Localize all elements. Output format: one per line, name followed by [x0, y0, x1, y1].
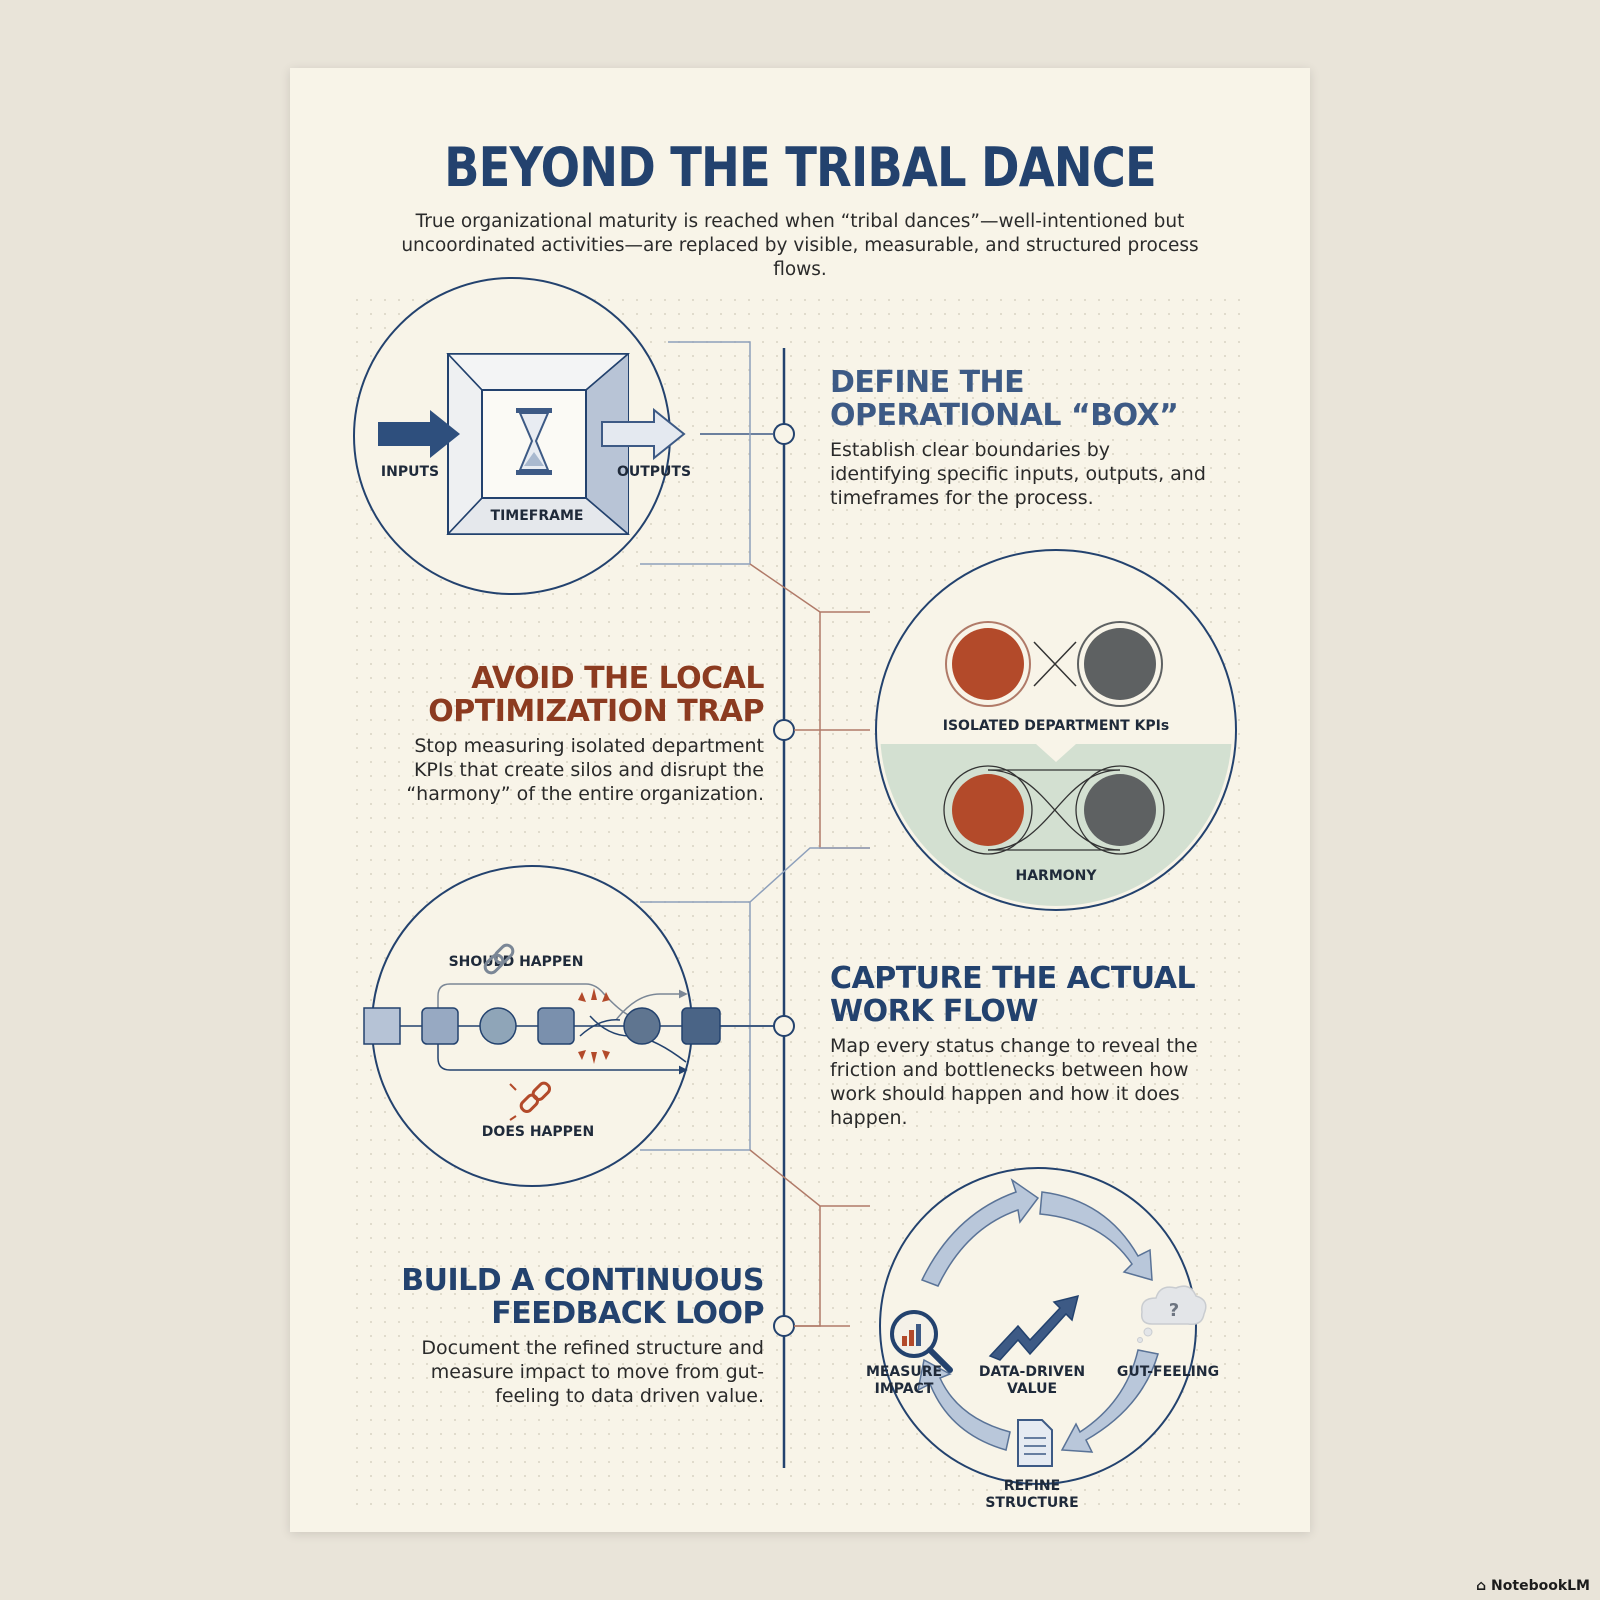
brand-label: NotebookLM [1491, 1578, 1590, 1594]
loop-arrow-top-left [920, 1178, 1040, 1287]
outputs-arrow-icon [601, 407, 686, 461]
does-happen-label: DOES HAPPEN [482, 1124, 594, 1140]
harmony-label: HARMONY [1015, 868, 1097, 884]
outputs-label: OUTPUTS [617, 464, 691, 480]
diagram-artwork: INPUTS OUTPUTS TIMEFRAME ISOLATED DEPART… [353, 277, 1237, 1511]
notebooklm-logo-icon: ⌂ [1476, 1578, 1492, 1594]
loop-arrow-bottom-left [916, 1358, 1011, 1451]
infographic-poster: BEYOND THE TRIBAL DANCE True organizatio… [290, 68, 1310, 1532]
loop-arrow-bottom-right [1060, 1349, 1159, 1453]
section-3-body: Map every status change to reveal the fr… [830, 1035, 1198, 1129]
gut-feeling-label: GUT-FEELING [1117, 1364, 1219, 1380]
section-2-heading: AVOID THE LOCAL OPTIMIZATION TRAP [428, 661, 764, 729]
chain-link-icon [483, 943, 515, 975]
isolated-kpis-label: ISOLATED DEPARTMENT KPIs [943, 718, 1169, 734]
loop-arrow-top-right [1039, 1191, 1153, 1282]
section-2-body: Stop measuring isolated department KPIs … [406, 735, 764, 805]
refine-label-1: REFINE [1004, 1478, 1060, 1494]
section-4-heading: BUILD A CONTINUOUS FEEDBACK LOOP [401, 1263, 764, 1331]
section-3-heading: CAPTURE THE ACTUAL WORK FLOW [830, 961, 1196, 1029]
box-illustration: INPUTS OUTPUTS TIMEFRAME [353, 277, 691, 595]
svg-text:?: ? [1169, 1300, 1179, 1321]
trend-arrow-icon [988, 1294, 1080, 1361]
measure-label-1: MEASURE [866, 1364, 942, 1380]
document-icon [1017, 1419, 1053, 1467]
section-1-heading: DEFINE THE OPERATIONAL “BOX” [830, 365, 1179, 433]
page-title: BEYOND THE TRIBAL DANCE [444, 136, 1157, 199]
kpi-harmony-illustration: ISOLATED DEPARTMENT KPIs HARMONY [875, 549, 1237, 911]
refine-label-2: STRUCTURE [985, 1495, 1078, 1511]
workflow-illustration: SHOULD HAPPEN DOES HAPPEN [363, 865, 774, 1187]
thought-cloud-icon: ? [1137, 1285, 1207, 1343]
measure-label-2: IMPACT [875, 1381, 934, 1397]
value-label-1: DATA-DRIVEN [979, 1364, 1085, 1380]
timeline-node-1 [773, 423, 795, 445]
section-1-body: Establish clear boundaries by identifyin… [830, 439, 1206, 509]
page-subtitle: True organizational maturity is reached … [401, 211, 1199, 280]
value-label-2: VALUE [1007, 1381, 1057, 1397]
section-4-body: Document the refined structure and measu… [421, 1337, 764, 1407]
feedback-loop-illustration: ? MEASURE IMPACT DATA-DRIVEN VALUE GUT-F… [866, 1167, 1219, 1511]
magnifier-chart-icon [890, 1310, 953, 1373]
hourglass-icon [516, 408, 552, 475]
inputs-label: INPUTS [381, 464, 439, 480]
should-happen-label: SHOULD HAPPEN [449, 954, 584, 970]
timeline-node-4 [773, 1315, 795, 1337]
brand-watermark: ⌂ NotebookLM [1476, 1578, 1590, 1594]
timeline-node-2 [773, 719, 795, 741]
timeline-node-3 [773, 1015, 795, 1037]
timeframe-label: TIMEFRAME [491, 508, 584, 524]
friction-marks [578, 988, 610, 1064]
broken-chain-icon [509, 1081, 552, 1121]
inputs-arrow-icon [378, 410, 460, 458]
